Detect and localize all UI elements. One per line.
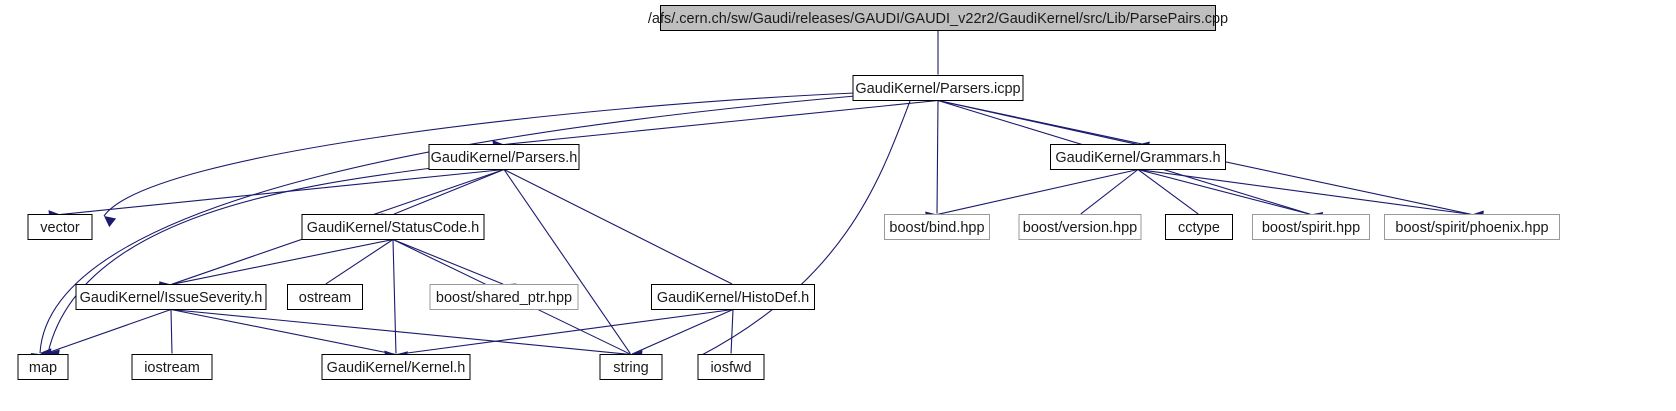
edge-icpp-to-map <box>39 95 856 354</box>
node-label-histodef_h: GaudiKernel/HistoDef.h <box>657 290 809 306</box>
node-box-vector[interactable] <box>27 214 93 240</box>
node-box-boost_bind[interactable] <box>884 214 990 240</box>
edge-histodef_h-to-string <box>631 308 734 355</box>
edge-grammars_h-to-boost_bind <box>937 168 1139 215</box>
node-label-boost_spirit: boost/spirit.hpp <box>1262 220 1360 236</box>
edge-parsers_h-to-vector <box>60 168 505 215</box>
node-boost_spirit[interactable]: boost/spirit.hpp <box>1252 214 1370 240</box>
node-parsers_h[interactable]: GaudiKernel/Parsers.h <box>428 144 580 170</box>
node-box-boost_spirit[interactable] <box>1252 214 1370 240</box>
edge-histodef_h-to-kernel_h <box>396 308 734 355</box>
edge-statuscode_h-to-issueseverity <box>171 238 394 285</box>
edge-issueseverity-to-string <box>170 308 631 355</box>
node-boost_bind[interactable]: boost/bind.hpp <box>884 214 990 240</box>
node-vector[interactable]: vector <box>27 214 93 240</box>
edge-parsers_h-to-string <box>503 169 631 354</box>
node-label-cctype: cctype <box>1178 220 1220 236</box>
edge-issueseverity-to-iostream <box>170 309 173 354</box>
node-box-string[interactable] <box>599 354 663 380</box>
node-layer: /afs/.cern.ch/sw/Gaudi/releases/GAUDI/GA… <box>17 5 1560 380</box>
node-box-histodef_h[interactable] <box>651 284 815 310</box>
node-label-root: /afs/.cern.ch/sw/Gaudi/releases/GAUDI/GA… <box>648 11 1228 27</box>
node-label-vector: vector <box>40 220 80 236</box>
node-label-shared_ptr: boost/shared_ptr.hpp <box>436 290 572 306</box>
node-box-ostream[interactable] <box>287 284 363 310</box>
node-box-iostream[interactable] <box>131 354 213 380</box>
node-cctype[interactable]: cctype <box>1165 214 1233 240</box>
node-boost_phoenix[interactable]: boost/spirit/phoenix.hpp <box>1384 214 1560 240</box>
node-box-kernel_h[interactable] <box>321 354 471 380</box>
edge-grammars_h-to-boost_phoenix <box>1137 168 1472 215</box>
edge-icpp-to-string <box>699 100 911 357</box>
node-string[interactable]: string <box>599 354 663 380</box>
node-label-iosfwd: iosfwd <box>710 360 751 376</box>
edge-parsers_icpp-to-boost_bind <box>936 100 939 214</box>
edge-layer <box>30 30 1484 369</box>
edge-parsersh-to-map <box>47 167 433 354</box>
edge-grammars_h-to-boost_spirit <box>1137 168 1311 215</box>
node-issueseverity[interactable]: GaudiKernel/IssueSeverity.h <box>75 284 267 310</box>
node-box-cctype[interactable] <box>1165 214 1233 240</box>
node-label-issueseverity: GaudiKernel/IssueSeverity.h <box>80 290 263 306</box>
edge-parsers_icpp-to-parsers_h <box>504 99 939 145</box>
node-label-parsers_h: GaudiKernel/Parsers.h <box>431 150 578 166</box>
node-box-root[interactable] <box>660 5 1216 31</box>
node-label-ostream: ostream <box>299 290 351 306</box>
node-box-shared_ptr[interactable] <box>429 284 579 310</box>
edge-parsers_h-to-histodef_h <box>503 169 733 285</box>
node-label-grammars_h: GaudiKernel/Grammars.h <box>1055 150 1220 166</box>
node-box-map[interactable] <box>17 354 69 380</box>
node-label-map: map <box>29 360 57 376</box>
node-box-iosfwd[interactable] <box>697 354 765 380</box>
node-root[interactable]: /afs/.cern.ch/sw/Gaudi/releases/GAUDI/GA… <box>648 5 1228 31</box>
edge-grammars_h-to-boost_version <box>1080 169 1139 215</box>
node-boost_version[interactable]: boost/version.hpp <box>1018 214 1142 240</box>
node-label-kernel_h: GaudiKernel/Kernel.h <box>327 360 466 376</box>
node-box-grammars_h[interactable] <box>1050 144 1226 170</box>
edge-parsers_h-to-statuscode_h <box>393 168 505 215</box>
edge-issueseverity-to-map <box>43 308 172 355</box>
node-ostream[interactable]: ostream <box>287 284 363 310</box>
node-histodef_h[interactable]: GaudiKernel/HistoDef.h <box>651 284 815 310</box>
node-label-iostream: iostream <box>144 360 200 376</box>
edge-issueseverity-to-kernel_h <box>170 308 396 355</box>
node-iostream[interactable]: iostream <box>131 354 213 380</box>
node-box-boost_version[interactable] <box>1018 214 1142 240</box>
edge-statuscode_h-to-ostream <box>325 239 394 285</box>
edge-grammars_h-to-cctype <box>1137 169 1199 215</box>
edge-arrowhead <box>104 216 117 228</box>
node-kernel_h[interactable]: GaudiKernel/Kernel.h <box>321 354 471 380</box>
edge-statuscode_h-to-kernel_h <box>392 239 397 354</box>
node-parsers_icpp[interactable]: GaudiKernel/Parsers.icpp <box>852 75 1024 101</box>
edge-histodef_h-to-iosfwd <box>730 309 734 354</box>
node-label-boost_version: boost/version.hpp <box>1023 220 1137 236</box>
node-shared_ptr[interactable]: boost/shared_ptr.hpp <box>429 284 579 310</box>
node-box-parsers_h[interactable] <box>428 144 580 170</box>
node-grammars_h[interactable]: GaudiKernel/Grammars.h <box>1050 144 1226 170</box>
node-box-parsers_icpp[interactable] <box>852 75 1024 101</box>
node-iosfwd[interactable]: iosfwd <box>697 354 765 380</box>
node-map[interactable]: map <box>17 354 69 380</box>
node-box-statuscode_h[interactable] <box>301 214 485 240</box>
node-label-statuscode_h: GaudiKernel/StatusCode.h <box>307 220 480 236</box>
node-label-boost_bind: boost/bind.hpp <box>889 220 984 236</box>
node-label-parsers_icpp: GaudiKernel/Parsers.icpp <box>855 81 1020 97</box>
node-statuscode_h[interactable]: GaudiKernel/StatusCode.h <box>301 214 485 240</box>
node-label-boost_phoenix: boost/spirit/phoenix.hpp <box>1395 220 1548 236</box>
edge-icpp-to-vector <box>103 92 856 217</box>
edge-statuscode_h-to-shared_ptr <box>392 238 504 285</box>
node-box-boost_phoenix[interactable] <box>1384 214 1560 240</box>
node-box-issueseverity[interactable] <box>75 284 267 310</box>
node-label-string: string <box>613 360 648 376</box>
